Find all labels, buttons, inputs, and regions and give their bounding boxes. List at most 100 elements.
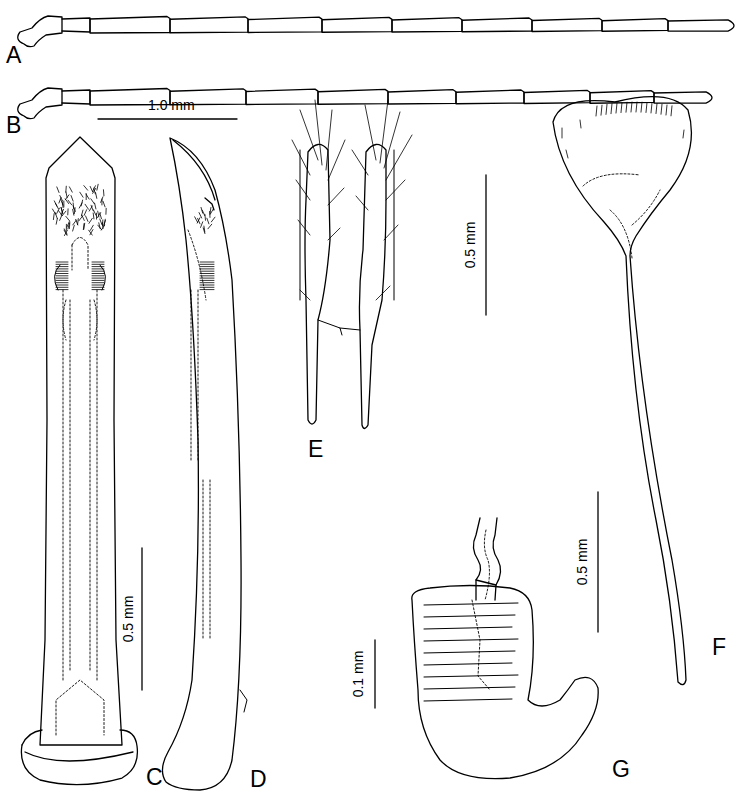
seta <box>326 110 332 170</box>
seta <box>562 128 563 138</box>
seta <box>365 105 376 160</box>
seta <box>621 103 622 113</box>
hatching <box>200 273 214 274</box>
antenna-segment <box>318 89 388 104</box>
scale-value: 0.1 mm <box>351 651 365 698</box>
hatching <box>56 285 68 286</box>
hatching <box>92 266 104 267</box>
spine <box>211 217 215 222</box>
stripe <box>424 639 518 641</box>
spine <box>64 230 67 235</box>
antenna-segment <box>388 90 456 104</box>
spine <box>53 214 55 220</box>
antenna-segment <box>668 20 734 31</box>
seta <box>666 105 667 115</box>
hatching <box>56 268 68 269</box>
antenna-pedicel <box>62 90 90 104</box>
scale-bar <box>597 492 598 632</box>
spine <box>76 219 78 225</box>
seta <box>656 104 657 114</box>
seta <box>376 286 390 300</box>
spine <box>68 200 72 205</box>
panel-letter: D <box>250 768 267 791</box>
seta <box>328 188 344 205</box>
antenna-pedicel <box>62 18 90 32</box>
seta <box>298 220 310 235</box>
hatching <box>92 264 104 265</box>
spine <box>81 200 82 206</box>
spine <box>83 224 85 230</box>
stripe <box>424 651 515 653</box>
hatching <box>92 287 104 288</box>
spine <box>67 209 68 215</box>
spermatheca <box>412 518 598 779</box>
stripe <box>424 603 518 605</box>
spine <box>84 210 86 215</box>
spine <box>102 220 103 226</box>
spine <box>66 216 70 221</box>
scale-value: 1.0 mm <box>148 98 195 112</box>
spine <box>91 205 93 211</box>
spine <box>210 209 213 214</box>
spine <box>209 211 210 217</box>
spine <box>195 217 198 222</box>
spine <box>89 218 92 223</box>
hatching <box>200 262 214 263</box>
spine <box>98 211 99 217</box>
seta <box>671 106 672 116</box>
scale-value: 0.5 mm <box>575 539 589 586</box>
spine <box>73 203 75 209</box>
seta <box>352 150 368 175</box>
spine <box>89 230 93 235</box>
scale-bar <box>98 118 237 119</box>
hatching <box>92 262 104 263</box>
seta <box>300 110 318 160</box>
seta <box>606 104 607 114</box>
hatching <box>56 264 68 265</box>
seta <box>601 105 602 115</box>
hatching <box>200 264 214 265</box>
spine <box>84 186 88 191</box>
spine <box>104 219 105 225</box>
hatching <box>92 280 104 281</box>
hatching <box>56 266 68 267</box>
hatching <box>56 273 68 274</box>
spine <box>63 201 64 207</box>
antenna-scape <box>18 16 62 47</box>
seta <box>651 103 652 113</box>
stripe <box>424 615 515 617</box>
spine <box>89 206 92 211</box>
spine <box>73 209 74 215</box>
spine <box>93 210 96 215</box>
spine <box>57 187 59 193</box>
scale-value: 0.5 mm <box>121 596 135 643</box>
seta <box>626 102 627 112</box>
hatching <box>200 278 214 279</box>
spine <box>65 195 69 200</box>
stripe <box>424 675 518 677</box>
spine <box>90 186 93 191</box>
hatching <box>56 271 68 272</box>
hatching <box>56 282 68 283</box>
hatching <box>92 271 104 272</box>
spine <box>203 228 205 234</box>
spine <box>86 194 89 199</box>
seta <box>292 140 310 175</box>
antenna-segment <box>90 17 170 34</box>
scale-value: 0.5 mm <box>463 222 477 269</box>
seta <box>566 150 568 158</box>
spine <box>69 187 72 192</box>
spine <box>199 213 202 218</box>
spine <box>83 223 85 229</box>
seta <box>580 120 581 128</box>
hatching <box>92 275 104 276</box>
seta <box>356 196 368 210</box>
hatching <box>200 268 214 269</box>
seta <box>328 228 340 240</box>
spine <box>96 213 97 219</box>
seta <box>646 102 647 112</box>
scale-bar <box>485 175 486 315</box>
spine <box>91 199 94 204</box>
spine <box>204 214 206 220</box>
